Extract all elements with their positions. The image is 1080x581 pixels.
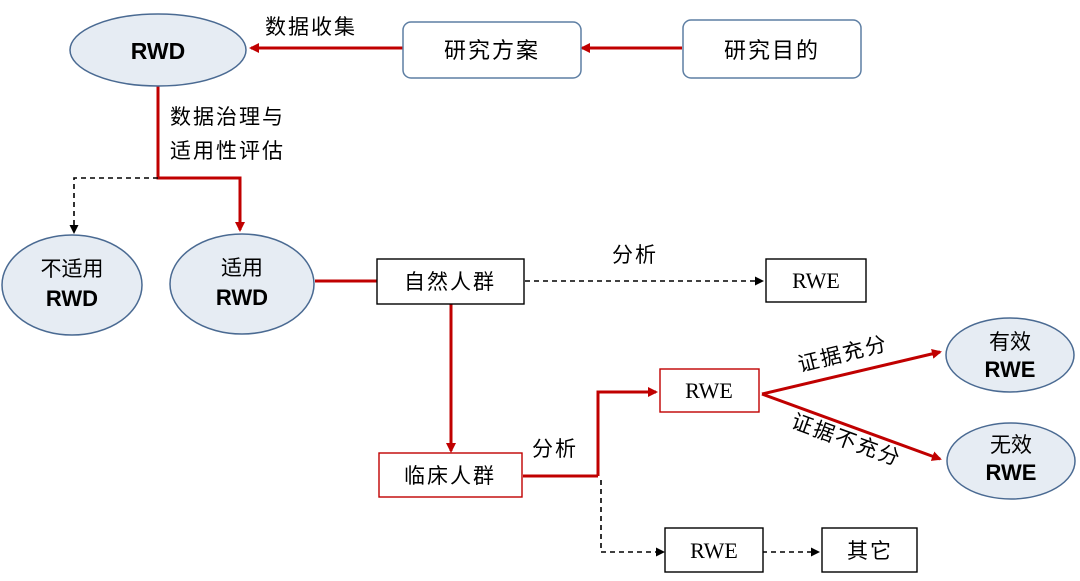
label-analysis-natural: 分析	[612, 243, 658, 267]
label-governance-line2: 适用性评估	[170, 139, 285, 163]
node-other: 其它	[821, 527, 918, 573]
node-research-plan: 研究方案	[402, 21, 582, 79]
arrow-rwe-to-effective	[761, 348, 942, 396]
node-ineffective-line1: 无效	[990, 433, 1032, 457]
arrow-split-to-rwe-clinical	[596, 387, 658, 476]
node-rwe-clinical: RWE	[659, 368, 760, 413]
label-analysis-clinical: 分析	[532, 437, 578, 461]
arrow-rwd-to-applicable	[156, 86, 245, 232]
node-ineffective-line2: RWE	[986, 460, 1037, 485]
node-applicable-rwd: 适用 RWD	[169, 233, 315, 335]
node-rwe-natural: RWE	[765, 258, 867, 303]
node-rwe-natural-label: RWE	[792, 268, 840, 293]
node-other-label: 其它	[847, 539, 893, 563]
node-effective-line2: RWE	[985, 357, 1036, 382]
node-not-applicable-line2: RWD	[46, 286, 98, 311]
node-rwe-clinical-label: RWE	[685, 378, 733, 403]
node-effective-line1: 有效	[989, 330, 1031, 354]
arrow-rwe-to-ineffective	[761, 392, 942, 461]
node-applicable-line2: RWD	[216, 285, 268, 310]
node-research-goal: 研究目的	[682, 19, 862, 79]
node-clinical-population: 临床人群	[378, 452, 523, 498]
node-rwd-top: RWD	[69, 13, 247, 87]
label-governance-line1: 数据治理与	[170, 105, 285, 129]
label-evidence-sufficient: 证据充分	[795, 331, 890, 377]
node-effective-rwe: 有效 RWE	[945, 317, 1075, 393]
node-rwd-top-label: RWD	[131, 38, 186, 64]
node-natural-population-label: 自然人群	[404, 270, 496, 294]
label-data-collection: 数据收集	[265, 15, 357, 39]
node-natural-population: 自然人群	[376, 258, 525, 305]
node-applicable-line1: 适用	[221, 256, 263, 280]
node-rwe-other-label: RWE	[690, 538, 738, 563]
arrow-split-to-rwe-other	[600, 480, 665, 557]
node-not-applicable-line1: 不适用	[41, 257, 104, 281]
arrow-rwd-to-not-applicable	[69, 177, 158, 234]
node-research-plan-label: 研究方案	[444, 39, 540, 64]
node-ineffective-rwe: 无效 RWE	[946, 422, 1076, 500]
node-research-goal-label: 研究目的	[724, 39, 820, 64]
node-clinical-population-label: 临床人群	[404, 464, 496, 488]
node-not-applicable-rwd: 不适用 RWD	[1, 234, 143, 336]
node-rwe-other: RWE	[664, 527, 764, 573]
